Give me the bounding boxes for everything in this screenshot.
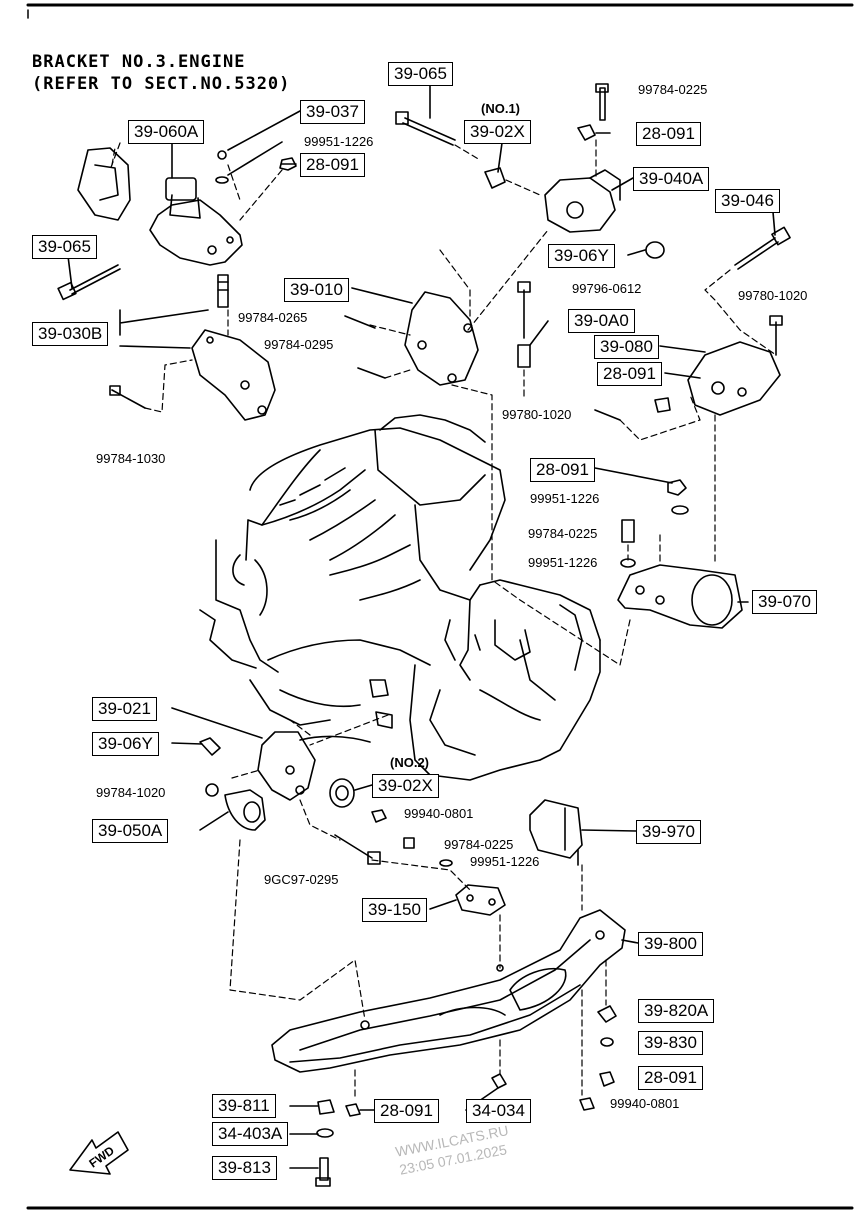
fasteners-mid-right: [620, 479, 689, 568]
label-99784-1030[interactable]: 99784-1030: [96, 451, 166, 466]
crossmember-39-800-art: [271, 909, 626, 1073]
part-39-02x-no2-art: [329, 778, 387, 823]
mount-39-040a-art: [544, 83, 621, 233]
callout-39-830[interactable]: 39-830: [638, 1031, 703, 1055]
callout-39-050a[interactable]: 39-050A: [92, 819, 169, 843]
callout-39-970[interactable]: 39-970: [636, 820, 701, 844]
callout-28-091-top-left[interactable]: 28-091: [300, 153, 365, 177]
callout-28-091-center[interactable]: 28-091: [530, 458, 595, 482]
label-99940-0801-bottom[interactable]: 99940-0801: [610, 1096, 680, 1111]
note-no1: (NO.1): [481, 101, 520, 116]
callout-39-800[interactable]: 39-800: [638, 932, 703, 956]
callout-39-02x-no2[interactable]: 39-02X: [372, 774, 439, 798]
callout-28-091-mid-right[interactable]: 28-091: [597, 362, 662, 386]
bracket-39-010-art: [344, 291, 479, 386]
bolt-top-39-065-art: [395, 111, 456, 146]
note-no2: (NO.2): [390, 755, 429, 770]
callout-39-010[interactable]: 39-010: [284, 278, 349, 302]
label-99951-1226-top[interactable]: 99951-1226: [304, 134, 374, 149]
section-reference: (REFER TO SECT.NO.5320): [32, 74, 291, 94]
mount-39-070-art: [617, 564, 743, 629]
callout-39-046[interactable]: 39-046: [715, 189, 780, 213]
callout-39-021[interactable]: 39-021: [92, 697, 157, 721]
bracket-39-030b-art: [109, 329, 276, 421]
label-9gc97-0295[interactable]: 9GC97-0295: [264, 872, 339, 887]
label-99780-1020-right[interactable]: 99780-1020: [738, 288, 808, 303]
callout-39-811[interactable]: 39-811: [212, 1094, 276, 1118]
callout-39-060a[interactable]: 39-060A: [128, 120, 205, 144]
bolt-39-046-art: [734, 226, 791, 270]
bolt-39-065-art: [57, 264, 121, 301]
callout-39-030b[interactable]: 39-030B: [32, 322, 109, 346]
label-99784-0265[interactable]: 99784-0265: [238, 310, 308, 325]
callout-39-070[interactable]: 39-070: [752, 590, 817, 614]
callout-28-091-bottom[interactable]: 28-091: [374, 1099, 439, 1123]
fwd-arrow-art: [69, 1131, 129, 1175]
callout-39-040a[interactable]: 39-040A: [633, 167, 710, 191]
label-99780-1020-mid[interactable]: 99780-1020: [502, 407, 572, 422]
fasteners-bottom-left: [315, 1099, 361, 1187]
mount-39-060a-art: [77, 147, 297, 266]
label-99951-1226-mid[interactable]: 99951-1226: [530, 491, 600, 506]
callout-28-091-lower-right[interactable]: 28-091: [638, 1066, 703, 1090]
callout-39-065-top[interactable]: 39-065: [388, 62, 453, 86]
label-99784-0225-mid[interactable]: 99784-0225: [528, 526, 598, 541]
part-39-0a0-art: [517, 281, 531, 368]
callout-39-02x-no1[interactable]: 39-02X: [464, 120, 531, 144]
label-99796-0612[interactable]: 99796-0612: [572, 281, 642, 296]
callout-39-820a[interactable]: 39-820A: [638, 999, 715, 1023]
label-99940-0801-mid[interactable]: 99940-0801: [404, 806, 474, 821]
callout-34-403a[interactable]: 34-403A: [212, 1122, 289, 1146]
callout-39-06y-upper[interactable]: 39-06Y: [548, 244, 615, 268]
part-39-970-art: [529, 799, 583, 866]
part-39-150-art: [403, 837, 506, 916]
dashed-lines: [109, 139, 777, 1101]
callout-39-037[interactable]: 39-037: [300, 100, 365, 124]
callout-39-0a0[interactable]: 39-0A0: [568, 309, 635, 333]
callout-39-080[interactable]: 39-080: [594, 335, 659, 359]
callout-39-065-left[interactable]: 39-065: [32, 235, 97, 259]
section-title: BRACKET NO.3.ENGINE: [32, 52, 246, 72]
label-99784-1020[interactable]: 99784-1020: [96, 785, 166, 800]
callout-34-034[interactable]: 34-034: [466, 1099, 531, 1123]
bracket-39-021-art: [199, 731, 381, 865]
callout-39-06y-lower[interactable]: 39-06Y: [92, 732, 159, 756]
callout-28-091-top-right[interactable]: 28-091: [636, 122, 701, 146]
label-99784-0295[interactable]: 99784-0295: [264, 337, 334, 352]
part-39-02x-no1-art: [484, 167, 506, 189]
callout-39-813[interactable]: 39-813: [212, 1156, 277, 1180]
leader-lines: [67, 83, 776, 1169]
label-99784-0225-lower[interactable]: 99784-0225: [444, 837, 514, 852]
bracket-39-080-art: [594, 315, 783, 421]
label-99951-1226-lower[interactable]: 99951-1226: [528, 555, 598, 570]
label-99784-0225-top[interactable]: 99784-0225: [638, 82, 708, 97]
label-99951-1226-bottom[interactable]: 99951-1226: [470, 854, 540, 869]
callout-39-150[interactable]: 39-150: [362, 898, 427, 922]
stud-art: [217, 274, 229, 308]
fasteners-right-column: [491, 1005, 617, 1111]
